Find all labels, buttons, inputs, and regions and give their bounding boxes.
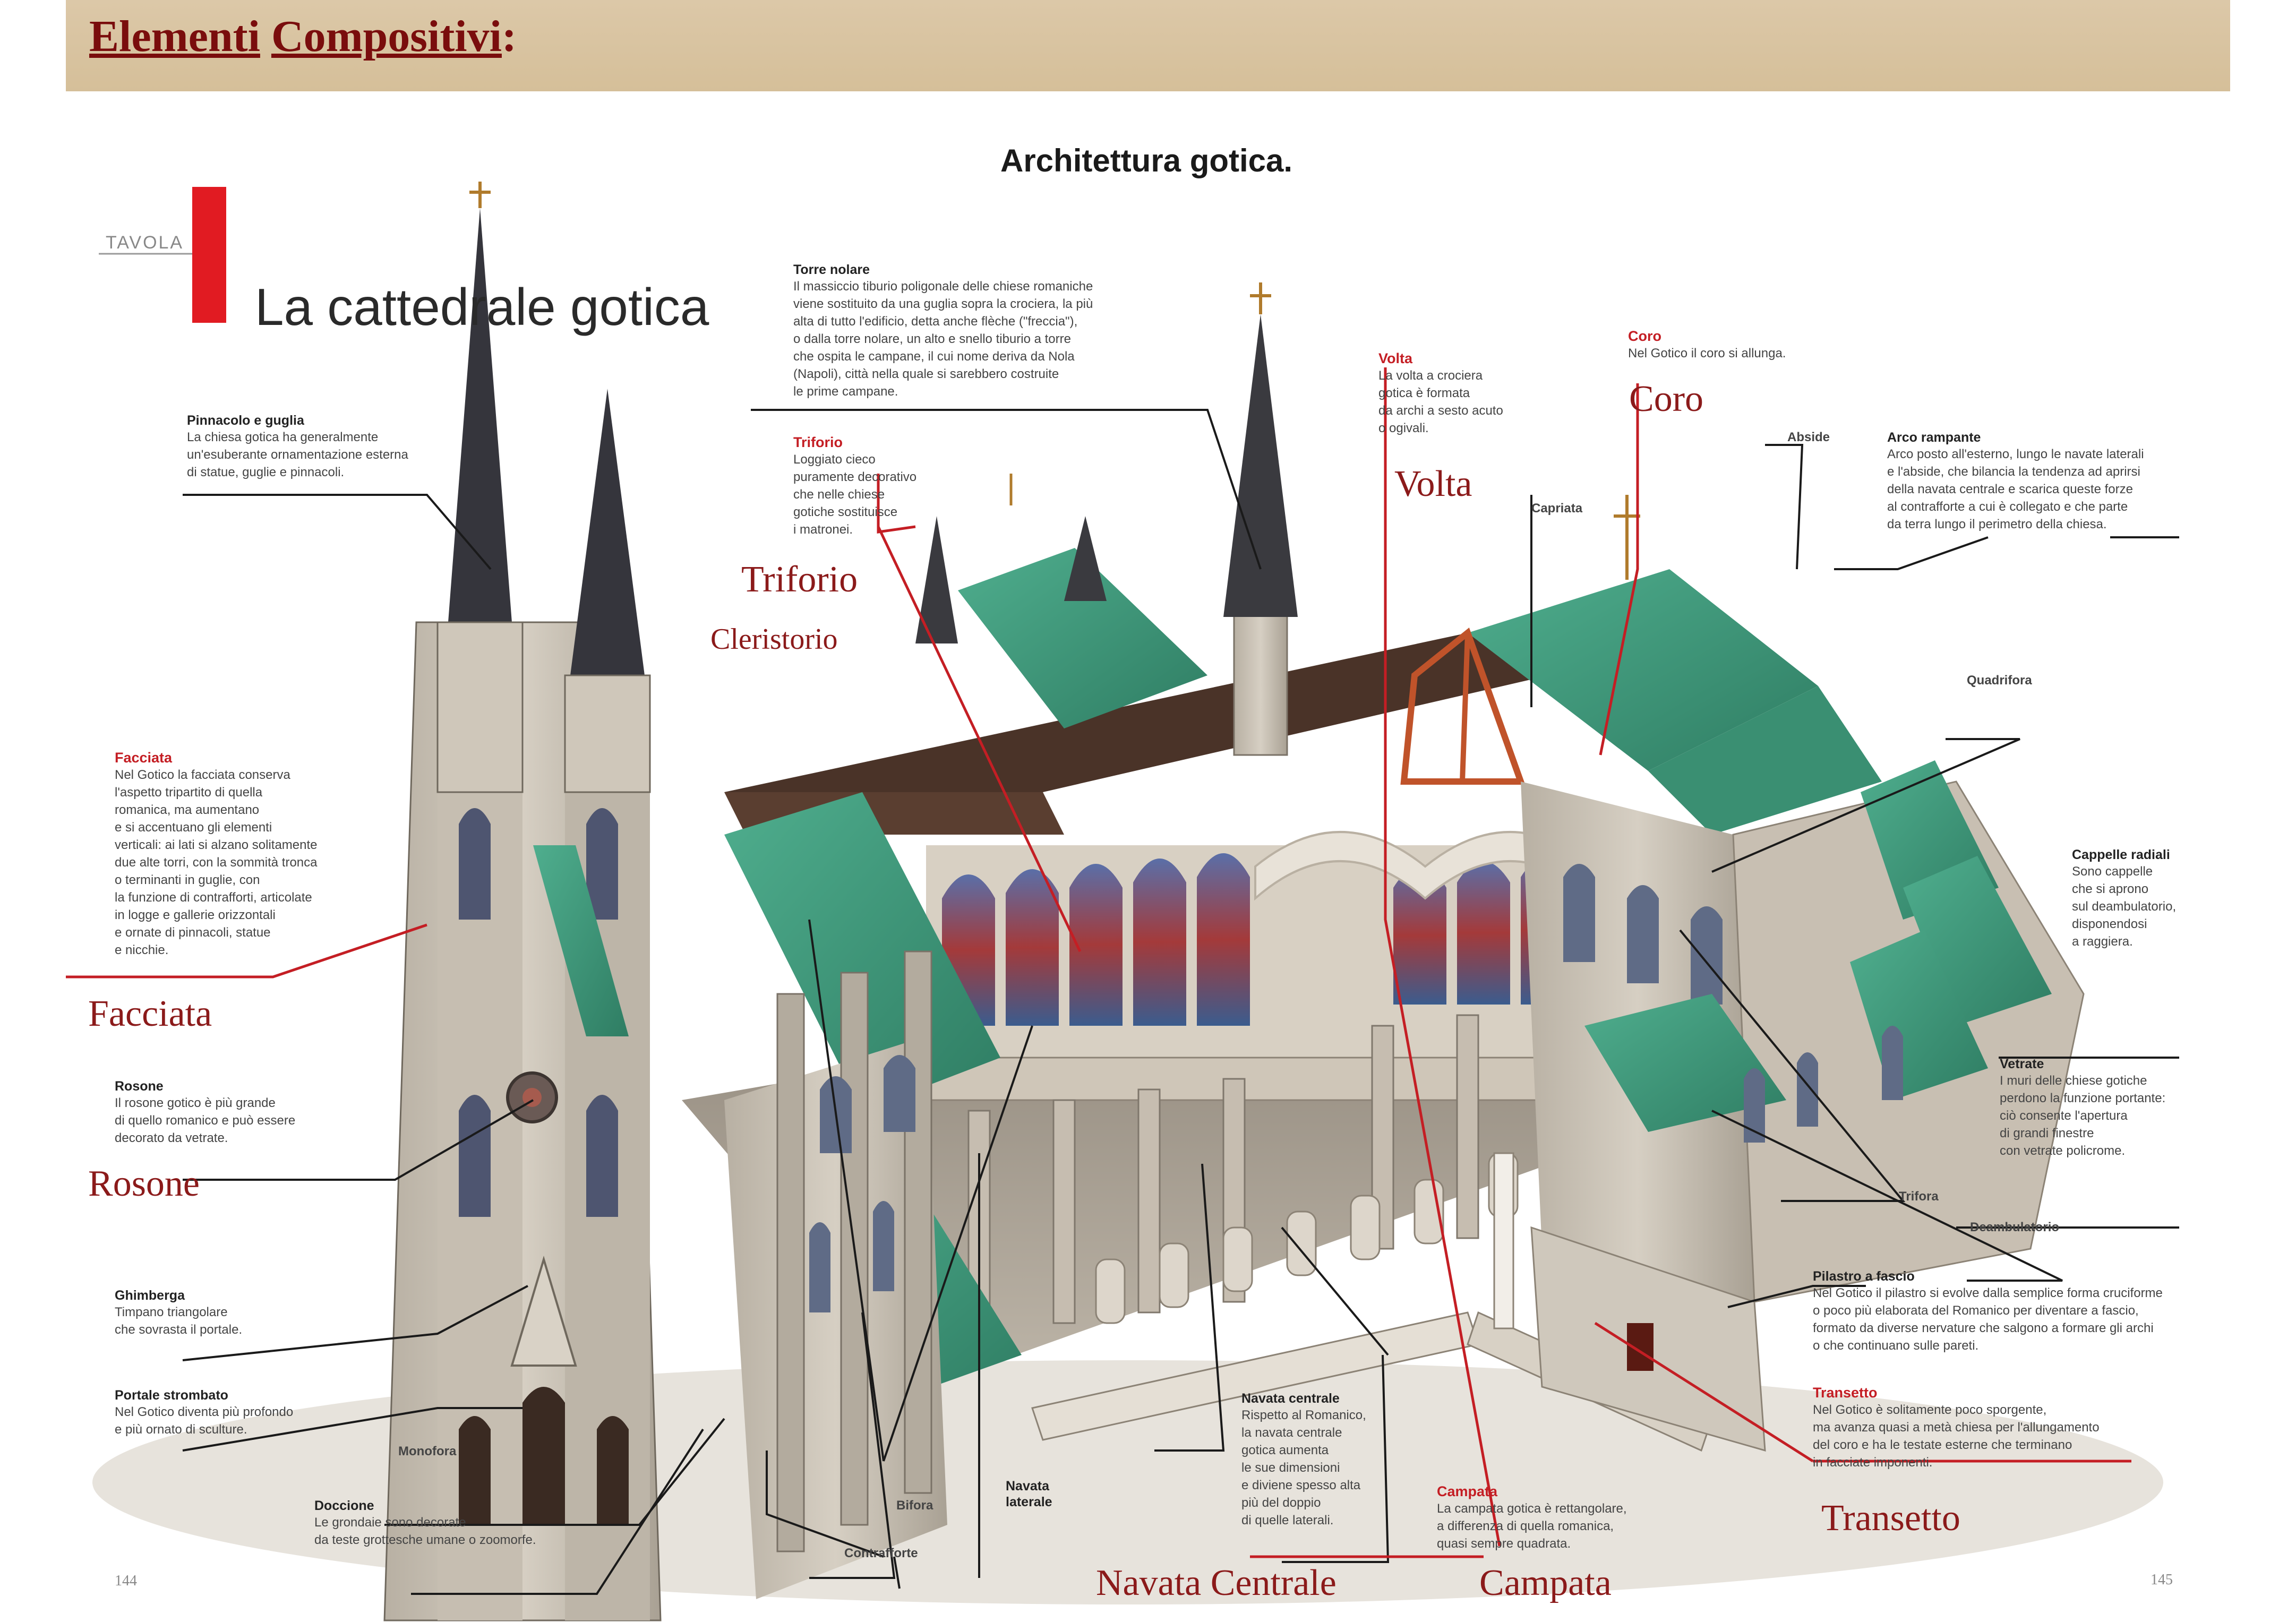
caption-facciata: Facciata Nel Gotico la facciata conserva… <box>115 750 318 957</box>
caption-volta: Volta La volta a crociera gotica è forma… <box>1378 350 1503 435</box>
crossing-tower <box>1233 611 1288 756</box>
label-triforio: Triforio <box>741 559 858 600</box>
flying-buttresses-left <box>776 950 932 1552</box>
caption-monofora: Monofora <box>398 1444 457 1458</box>
caption-campata: Campata La campata gotica è rettangolare… <box>1437 1483 1627 1551</box>
caption-triforio: Triforio Loggiato cieco puramente decora… <box>793 434 917 537</box>
page-number-right: 145 <box>2151 1572 2173 1588</box>
caption-abside: Abside <box>1787 430 1830 444</box>
title-word-1: Elementi <box>89 12 260 61</box>
caption-arco-rampante: Arco rampante Arco posto all'esterno, lu… <box>1887 430 2144 531</box>
label-coro: Coro <box>1629 379 1703 419</box>
cathedral-figure: Architettura gotica. TAVOLA La cattedral… <box>66 91 2230 1622</box>
aisle-windows <box>809 1055 915 1312</box>
figure-title: Architettura gotica. <box>1000 143 1293 178</box>
slide-header: Elementi Compositivi: <box>66 0 2230 91</box>
crossing-spire <box>1223 314 1298 617</box>
caption-contrafforte: Contrafforte <box>844 1546 918 1560</box>
slide-title: Elementi Compositivi: <box>89 11 517 62</box>
label-rosone: Rosone <box>88 1163 200 1204</box>
caption-rosone: Rosone Il rosone gotico è più grande di … <box>115 1079 296 1145</box>
caption-vetrate: Vetrate I muri delle chiese gotiche perd… <box>2000 1057 2166 1158</box>
caption-ghimberga: Ghimberga Timpano triangolare che sovras… <box>115 1288 243 1337</box>
caption-cappelle-radiali: Cappelle radiali Sono cappelle che si ap… <box>2072 847 2177 949</box>
label-facciata: Facciata <box>88 993 212 1034</box>
tavola-red-bar <box>192 187 226 323</box>
cathedral-illustration <box>66 91 2230 1622</box>
spire-left <box>448 208 512 622</box>
ambulatory-roof <box>1584 994 1786 1132</box>
tavola-label: TAVOLA <box>106 233 184 253</box>
transept-roof-far <box>958 548 1207 728</box>
caption-doccione: Doccione Le grondaie sono decorate da te… <box>314 1498 536 1547</box>
main-portal <box>522 1387 565 1525</box>
caption-pilastro: Pilastro a fascio Nel Gotico il pilastro… <box>1813 1269 2163 1353</box>
spire-right <box>570 389 645 675</box>
caption-transetto: Transetto Nel Gotico è solitamente poco … <box>1813 1385 2100 1470</box>
caption-quadrifora: Quadrifora <box>1967 673 2032 688</box>
label-navata-centrale: Navata Centrale <box>1096 1563 1337 1603</box>
caption-capriata: Capriata <box>1531 501 1583 516</box>
cathedral-title: La cattedrale gotica <box>255 278 709 336</box>
caption-deambulatorio: Deambulatorio <box>1970 1220 2060 1234</box>
choir-roof <box>1468 569 1818 771</box>
title-colon: : <box>501 12 517 61</box>
leader-lines <box>182 409 2179 1595</box>
caption-navata-laterale: Navata laterale <box>1006 1479 1052 1509</box>
caption-portale: Portale strombato Nel Gotico diventa più… <box>115 1388 294 1437</box>
caption-pinnacolo: Pinnacolo e guglia La chiesa gotica ha g… <box>187 413 408 479</box>
facade-windows <box>459 808 618 1217</box>
caption-torre-nolare: Torre nolare Il massiccio tiburio poligo… <box>793 262 1093 399</box>
red-leader-lines <box>66 367 2131 1558</box>
label-campata: Campata <box>1479 1563 1612 1603</box>
caption-trifora: Trifora <box>1899 1189 1939 1204</box>
title-word-2: Compositivi <box>271 12 502 61</box>
caption-navata-centrale: Navata centrale Rispetto al Romanico, la… <box>1241 1391 1366 1527</box>
caption-coro: Coro Nel Gotico il coro si allunga. <box>1628 328 1786 361</box>
label-cleristorio: Cleristorio <box>710 623 838 656</box>
label-transetto: Transetto <box>1821 1498 1960 1539</box>
page-number-left: 144 <box>115 1573 137 1589</box>
label-volta: Volta <box>1394 464 1472 504</box>
caption-bifora: Bifora <box>896 1498 933 1513</box>
gable-ghimberga <box>510 1256 577 1367</box>
